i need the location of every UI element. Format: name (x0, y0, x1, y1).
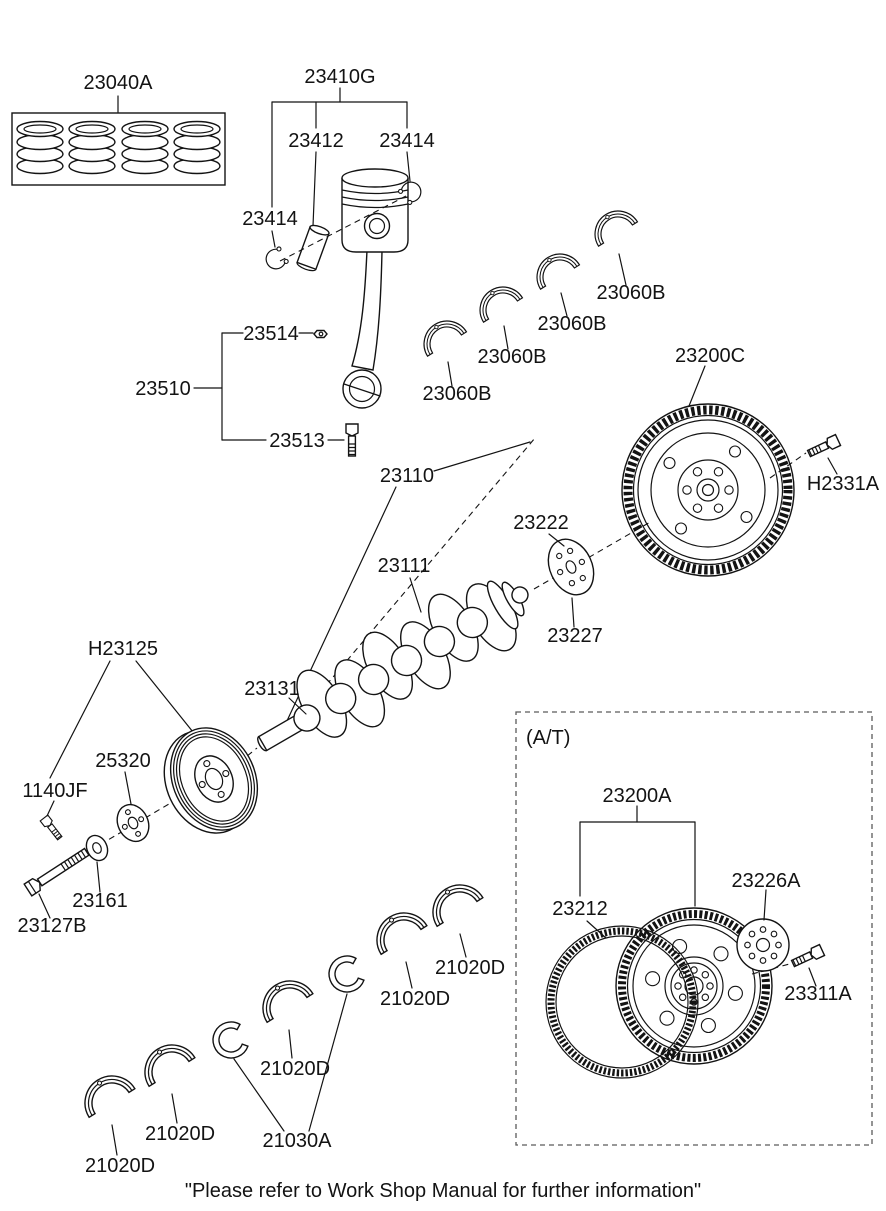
label-23200C: 23200C (675, 345, 745, 367)
rod-bolt-drawing (345, 423, 359, 457)
label-H2331A: H2331A (807, 473, 880, 495)
label-23110: 23110 (380, 465, 434, 487)
pulley-group: H23125 25320 1140JF 23161 23127B (18, 638, 259, 937)
snap-ring-left-drawing (261, 245, 290, 274)
label-23227: 23227 (547, 625, 603, 647)
label-23060B-3: 23060B (538, 313, 607, 335)
label-23111: 23111 (378, 555, 431, 577)
label-21020D-4: 21020D (145, 1123, 215, 1145)
label-23412: 23412 (288, 130, 344, 152)
piston-pin-drawing (296, 224, 330, 272)
rod-bearing-drawing (527, 244, 581, 290)
label-23513: 23513 (269, 430, 325, 452)
footer-note: "Please refer to Work Shop Manual for fu… (185, 1180, 701, 1202)
label-23311A: 23311A (784, 983, 852, 1005)
label-23222: 23222 (513, 512, 569, 534)
rod-bracket-lines (193, 332, 345, 441)
washer-drawing (85, 834, 109, 862)
main-bearing-drawing (74, 1065, 136, 1119)
label-21030A: 21030A (263, 1130, 333, 1152)
at-section-box (515, 711, 873, 1146)
label-23510: 23510 (135, 378, 191, 400)
drive-plate-bracket-lines (579, 805, 696, 907)
crank-pulley-drawing (163, 727, 259, 834)
label-H23125: H23125 (88, 638, 158, 660)
label-23060B-1: 23060B (423, 383, 492, 405)
label-23514: 23514 (243, 323, 299, 345)
label-25320: 25320 (95, 750, 151, 772)
rod-parts-group: 23514 23510 23513 (135, 323, 359, 457)
flywheel-bolt-drawing (805, 433, 842, 460)
label-23040A: 23040A (84, 72, 154, 94)
thrust-washer-drawing (207, 1017, 251, 1064)
label-23410G: 23410G (304, 66, 375, 88)
main-bearing-drawing (366, 902, 428, 956)
drive-plate-drawing (615, 907, 773, 1065)
crankshaft-group: 23110 23222 23111 23227 23131 (244, 437, 653, 752)
main-bearing-drawing (252, 970, 314, 1024)
adapter-plate-drawing (736, 918, 790, 972)
label-21020D-5: 21020D (85, 1155, 155, 1177)
label-23200A: 23200A (603, 785, 673, 807)
label-21020D-2: 21020D (380, 988, 450, 1010)
small-bolt-drawing (39, 814, 65, 842)
label-23161: 23161 (72, 890, 128, 912)
label-23131: 23131 (244, 678, 300, 700)
piston-ring-set-group: 23040A (11, 72, 226, 186)
connecting-rod-drawing (342, 249, 383, 409)
drive-plate-bolt-drawing (789, 943, 826, 970)
main-bearings-group: 21020D 21020D 21020D 21020D 21020D 21030… (74, 874, 505, 1177)
pulley-plate-drawing (116, 803, 150, 843)
label-23212: 23212 (552, 898, 608, 920)
label-23414-left: 23414 (242, 208, 298, 230)
label-23060B-2: 23060B (478, 346, 547, 368)
rod-bearing-drawing (470, 277, 524, 323)
pulley-bolt-drawing (23, 845, 92, 897)
rod-bearings-group: 23060B 23060B 23060B 23060B (414, 201, 666, 405)
piston-rings-drawing (16, 120, 221, 175)
rod-bearing-drawing (585, 201, 639, 247)
label-23060B-4: 23060B (597, 282, 666, 304)
ring-gear-drawing (545, 925, 699, 1079)
flywheel-group: 23200C H2331A (621, 345, 880, 577)
flywheel-drawing (621, 403, 795, 577)
thrust-washer-drawing (323, 951, 367, 998)
rod-bearing-drawing (414, 311, 468, 357)
piston-bracket-lines (271, 87, 411, 248)
piston-drawing (341, 168, 409, 253)
piston-assembly-group: 23410G 23412 23414 23414 (242, 66, 435, 409)
main-bearing-drawing (422, 874, 484, 928)
label-23127B: 23127B (18, 915, 87, 937)
crankshaft-drawing (257, 580, 529, 752)
label-21020D-3: 21020D (260, 1058, 330, 1080)
at-section-group: (A/T) (515, 711, 873, 1146)
main-bearing-drawing (134, 1034, 196, 1088)
adapter-disc-drawing (547, 538, 595, 596)
label-23226A: 23226A (732, 870, 802, 892)
label-at: (A/T) (526, 727, 570, 749)
rod-small-part-drawing (313, 329, 328, 339)
label-21020D-1: 21020D (435, 957, 505, 979)
label-1140JF: 1140JF (22, 780, 87, 802)
label-23414-right: 23414 (379, 130, 435, 152)
